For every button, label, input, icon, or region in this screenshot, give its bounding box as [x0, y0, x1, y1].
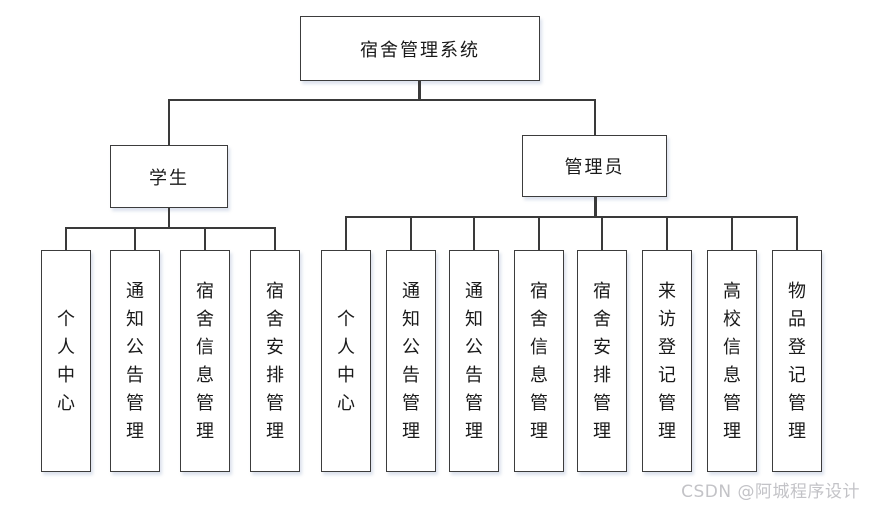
connector-line — [593, 197, 597, 217]
connector-line — [274, 228, 276, 250]
node-student-label: 学生 — [149, 167, 189, 188]
watermark: CSDN @阿城程序设计 — [681, 482, 860, 502]
node-admin-label: 管理员 — [564, 157, 625, 177]
node-leaf: 个 人 中 心 — [41, 250, 91, 472]
node-leaf: 高 校 信 息 管 理 — [707, 250, 757, 472]
node-student: 学生 — [110, 145, 228, 208]
connector-line — [731, 217, 733, 250]
connector-line — [410, 217, 412, 250]
connector-line — [204, 228, 206, 250]
connector-line — [65, 228, 67, 250]
connector-line — [666, 217, 668, 250]
connector-line — [168, 208, 170, 228]
connector-line — [796, 217, 798, 250]
node-leaf-label: 高 校 信 息 管 理 — [723, 281, 741, 441]
node-leaf: 宿 舍 安 排 管 理 — [577, 250, 627, 472]
connector-line — [594, 100, 596, 135]
node-leaf-label: 个 人 中 心 — [57, 309, 75, 413]
node-leaf: 宿 舍 信 息 管 理 — [180, 250, 230, 472]
node-leaf: 通 知 公 告 管 理 — [386, 250, 436, 472]
connector-line — [417, 81, 421, 100]
connector-line — [168, 99, 596, 101]
connector-line — [134, 228, 136, 250]
connector-line — [168, 100, 170, 145]
connector-line — [345, 217, 347, 250]
node-leaf-label: 宿 舍 安 排 管 理 — [266, 281, 284, 441]
connector-line — [601, 217, 603, 250]
node-leaf-label: 通 知 公 告 管 理 — [402, 281, 420, 441]
node-leaf: 宿 舍 信 息 管 理 — [514, 250, 564, 472]
node-leaf-label: 物 品 登 记 管 理 — [788, 281, 806, 441]
node-leaf: 物 品 登 记 管 理 — [772, 250, 822, 472]
connector-line — [473, 217, 475, 250]
connector-line — [65, 227, 276, 229]
node-root: 宿舍管理系统 — [300, 16, 540, 81]
node-leaf-label: 通 知 公 告 管 理 — [465, 281, 483, 441]
node-leaf: 宿 舍 安 排 管 理 — [250, 250, 300, 472]
node-root-label: 宿舍管理系统 — [360, 39, 480, 60]
node-leaf-label: 来 访 登 记 管 理 — [658, 281, 676, 441]
node-leaf: 通 知 公 告 管 理 — [449, 250, 499, 472]
connector-line — [345, 216, 798, 218]
node-leaf-label: 宿 舍 信 息 管 理 — [196, 281, 214, 441]
node-leaf: 通 知 公 告 管 理 — [110, 250, 160, 472]
node-leaf-label: 通 知 公 告 管 理 — [126, 281, 144, 441]
node-leaf: 来 访 登 记 管 理 — [642, 250, 692, 472]
connector-line — [538, 217, 540, 250]
node-leaf-label: 宿 舍 信 息 管 理 — [530, 281, 548, 441]
node-leaf-label: 宿 舍 安 排 管 理 — [593, 281, 611, 441]
node-leaf-label: 个 人 中 心 — [337, 309, 355, 413]
node-admin: 管理员 — [522, 135, 667, 197]
node-leaf: 个 人 中 心 — [321, 250, 371, 472]
